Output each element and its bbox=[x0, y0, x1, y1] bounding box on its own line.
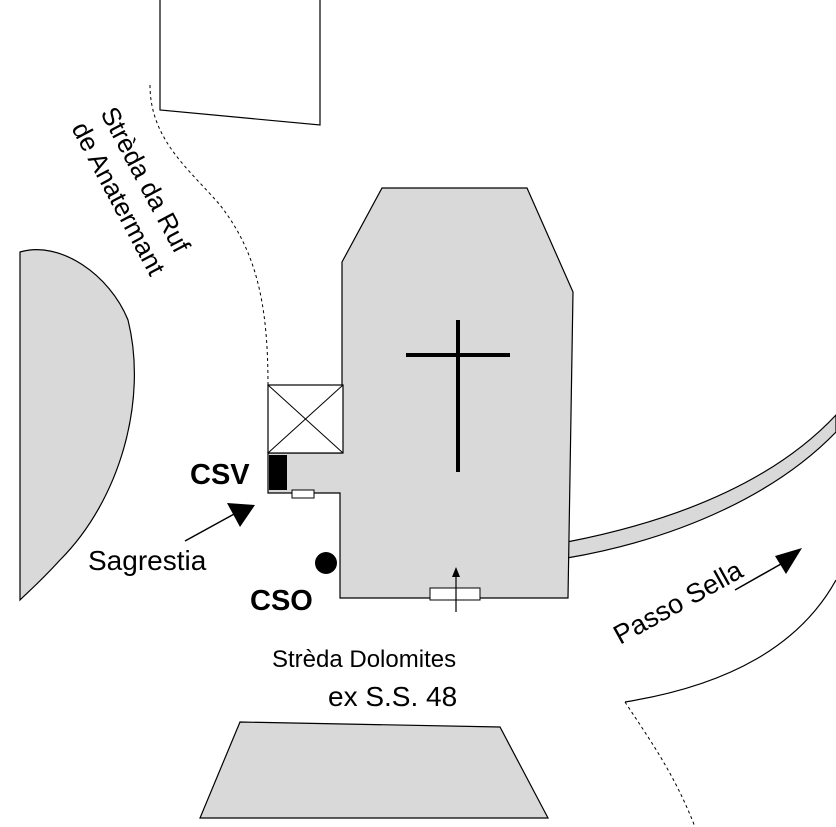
cso-marker bbox=[315, 552, 337, 574]
passo-sella-arrow-icon bbox=[734, 548, 802, 591]
sacristy-door bbox=[291, 489, 315, 499]
cso-label: CSO bbox=[250, 585, 313, 617]
latin-cross-icon bbox=[406, 320, 510, 472]
csv-label: CSV bbox=[190, 459, 250, 491]
passo-sella-road bbox=[566, 414, 836, 559]
right-curve-line bbox=[624, 579, 836, 703]
passo-sella-label: Passo Sella bbox=[608, 554, 748, 650]
ruf-dashed-path bbox=[149, 84, 269, 386]
bottom-building bbox=[199, 721, 549, 819]
left-grey-area bbox=[19, 249, 135, 602]
bell-tower-x-icon bbox=[267, 384, 344, 454]
street-dolomites-label: Strèda Dolomites bbox=[272, 646, 456, 673]
sagrestia-arrow-icon bbox=[184, 503, 255, 542]
top-building bbox=[159, 0, 321, 126]
right-dashed-line bbox=[624, 701, 696, 827]
sagrestia-label: Sagrestia bbox=[88, 545, 207, 576]
entrance-arrow-icon bbox=[452, 567, 460, 612]
ex-road-label: ex S.S. 48 bbox=[328, 681, 457, 712]
csv-marker bbox=[269, 455, 287, 490]
main-entrance bbox=[429, 587, 481, 601]
